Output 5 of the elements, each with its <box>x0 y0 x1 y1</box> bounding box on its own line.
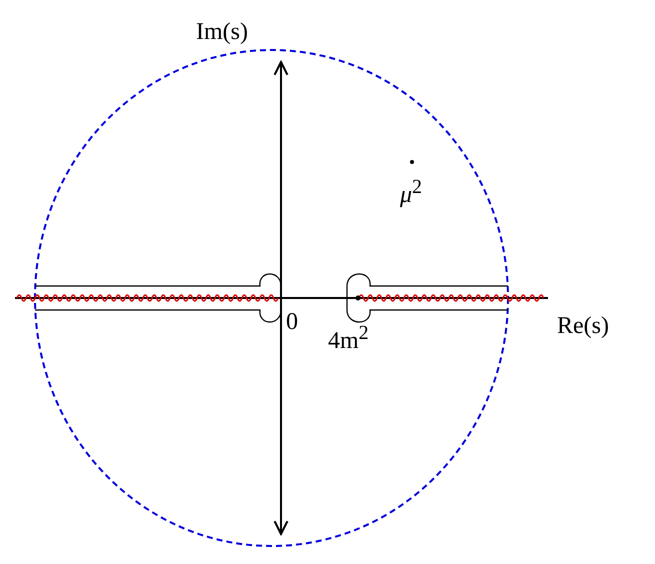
origin-label: 0 <box>286 310 298 334</box>
axis-label: Re(s) <box>557 314 609 338</box>
axis-label: Im(s) <box>196 20 248 44</box>
threshold-label: 4m$^{2}$ <box>328 323 369 353</box>
pole-label: μ$^{2}$ <box>400 177 422 207</box>
